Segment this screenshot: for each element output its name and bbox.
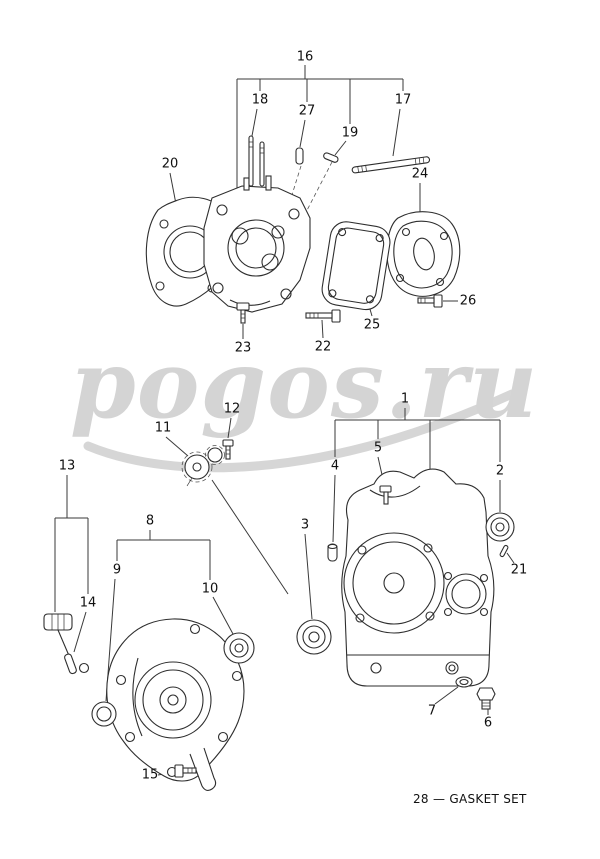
callout-4: 4	[330, 458, 340, 474]
callout-7: 7	[427, 703, 437, 719]
leader-lines	[54, 65, 515, 776]
callout-21: 21	[510, 562, 528, 578]
bolt-12	[222, 439, 234, 460]
part-dowel-pin-27	[295, 147, 304, 165]
callout-26: 26	[459, 293, 477, 309]
callout-23: 23	[234, 340, 252, 356]
callout-25: 25	[363, 317, 381, 333]
bolt-23	[236, 302, 250, 324]
callout-9: 9	[112, 562, 122, 578]
callout-6: 6	[483, 715, 493, 731]
part-pin-4	[327, 543, 338, 562]
part-crankcase-1	[341, 468, 495, 687]
callout-2: 2	[495, 463, 505, 479]
callout-20: 20	[161, 156, 179, 172]
callout-14: 14	[79, 595, 97, 611]
callout-22: 22	[314, 339, 332, 355]
callout-15: 15	[141, 767, 159, 783]
callout-16: 16	[296, 49, 314, 65]
part-side-cover	[106, 618, 245, 792]
part-pin-19	[323, 152, 339, 163]
callout-24: 24	[411, 166, 429, 182]
bolt-5	[379, 485, 392, 505]
part-governor-gear-11	[181, 445, 225, 487]
part-drain-plug-6	[476, 687, 496, 710]
part-head-cover-24	[386, 211, 461, 297]
part-bearing-10	[223, 632, 255, 664]
part-dipstick-14	[43, 613, 90, 675]
part-bearing-3	[296, 619, 332, 655]
part-oil-seal-9	[91, 701, 117, 727]
part-studs-18	[248, 135, 265, 187]
gasket-set-note: 28 — GASKET SET	[413, 792, 527, 806]
part-stud-21	[499, 544, 509, 558]
bolt-26	[417, 294, 443, 308]
part-long-stud-17	[351, 156, 431, 174]
callout-8: 8	[145, 513, 155, 529]
callout-3: 3	[300, 517, 310, 533]
callout-13: 13	[58, 458, 76, 474]
callout-12: 12	[223, 401, 241, 417]
callout-18: 18	[251, 92, 269, 108]
callout-10: 10	[201, 581, 219, 597]
part-washer-7	[455, 676, 473, 688]
callout-5: 5	[373, 440, 383, 456]
part-cover-gasket-25	[321, 221, 391, 311]
bolt-22	[305, 309, 341, 323]
callout-19: 19	[341, 125, 359, 141]
callout-27: 27	[298, 103, 316, 119]
part-cylinder-head	[203, 175, 311, 313]
callout-17: 17	[394, 92, 412, 108]
part-oil-seal-2	[485, 512, 515, 542]
callout-11: 11	[154, 420, 172, 436]
bolt-15	[174, 764, 197, 778]
callout-1: 1	[400, 391, 410, 407]
